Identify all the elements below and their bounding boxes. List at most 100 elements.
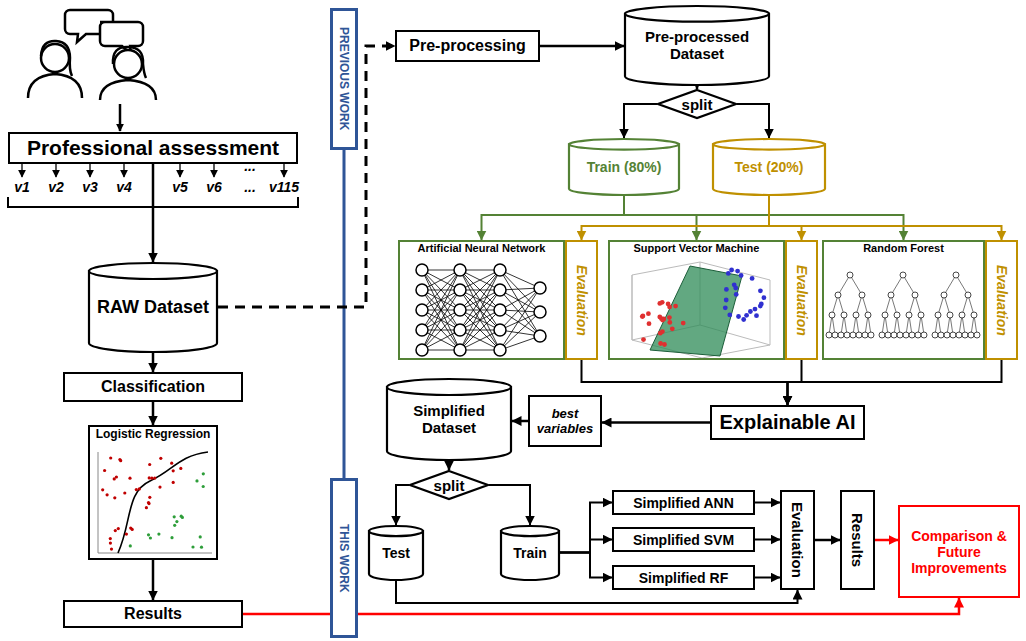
process-box: Classification [63,372,243,402]
node-text: Simplified Dataset [386,402,512,436]
node-text: Support Vector Machine [631,242,763,254]
node-text: Simplified ANN [630,495,737,511]
connector [582,195,770,240]
node-text: Train [510,545,549,561]
node-text: best variables [530,406,600,436]
neural-network-icon [416,264,546,356]
connector [875,539,898,542]
model-box: Logistic Regression [88,425,218,560]
variable-label: v115 [269,179,299,195]
connector [737,104,769,138]
node-text: Comparison & Future Improvements [900,528,1018,576]
node-text: Explainable AI [717,411,859,434]
database-cylinder: Simplified Dataset [386,378,512,460]
node-text: Random Forest [860,242,947,254]
node-text: Evaluation [571,265,593,336]
database-cylinder: Train (80%) [568,138,680,195]
connector [755,539,780,541]
process-box: Simplified RF [612,565,755,590]
connector [560,553,612,578]
connector [788,360,1002,405]
node-text: Simplified SVM [630,532,737,548]
vertical-box: PREVIOUS WORK [330,8,358,150]
database-cylinder: Test [368,525,424,580]
vertical-box: Evaluation [565,240,598,360]
node-text: Evaluation [786,502,809,578]
random-forest-icon [826,272,980,338]
svm-icon [632,262,770,358]
node-text: Simplified RF [636,570,731,586]
process-box: Simplified SVM [612,527,755,552]
model-box: Artificial Neural Network [398,240,565,360]
model-box: Random Forest [822,240,985,360]
variable-label: v2 [48,179,64,195]
node-text: Test (20%) [732,159,807,175]
node-text: RAW Dataset [94,297,212,318]
database-cylinder: Pre-processed Dataset [624,5,770,85]
connector [815,539,840,542]
connector [448,460,451,470]
node-text: Evaluation [791,265,813,336]
decision-diamond: split [409,470,489,500]
connector [755,502,780,504]
node-text: Artificial Neural Network [415,242,549,254]
node-text: Pre-processed Dataset [624,28,770,62]
decision-diamond: split [657,89,737,119]
assessment-arrow [119,104,122,131]
variable-label: v5 [172,179,188,195]
node-text: Results [121,605,185,623]
connector [152,164,155,262]
database-cylinder: Train [500,525,560,580]
connector [769,195,1002,240]
node-text: Pre-processing [406,37,528,55]
variable-label: ... [244,179,256,195]
variable-label: v6 [206,179,222,195]
connector [624,195,904,240]
connector [152,560,155,600]
process-box: best variables [528,395,602,447]
connector [560,503,612,553]
vertical-box: Results [840,490,875,590]
connector [602,421,710,424]
variable-label: ... [244,158,256,174]
connector [152,402,155,425]
connector [769,195,802,240]
process-box: Pre-processing [395,30,540,62]
work-divider [343,150,346,478]
node-text: PREVIOUS WORK [334,27,354,130]
connector [218,46,395,307]
node-text: Professional assessment [24,136,282,160]
connector [624,195,697,240]
variable-label: v4 [116,179,132,195]
process-box: Results [63,600,243,628]
node-text: THIS WORK [334,524,354,593]
model-box: Support Vector Machine [608,240,785,360]
variable-label: v3 [82,179,98,195]
database-cylinder: RAW Dataset [88,262,218,352]
connector [560,540,612,553]
connector [582,360,788,405]
connector [624,104,657,138]
vertical-box: Evaluation [785,240,818,360]
logistic-plot [98,452,212,553]
node-text: Train (80%) [584,159,665,175]
vertical-box: Evaluation [780,490,815,590]
connector [396,485,409,525]
node-text: Evaluation [991,265,1013,336]
connector [755,577,780,579]
process-box: Explainable AI [710,405,865,440]
node-text: Logistic Regression [93,427,214,441]
process-box: Comparison & Future Improvements [898,505,1020,598]
node-text: split [431,477,468,494]
node-text: Test [379,545,413,561]
vertical-box: Evaluation [985,240,1018,360]
database-cylinder: Test (20%) [712,138,826,195]
node-text: Results [846,513,869,567]
vertical-box: THIS WORK [330,478,358,638]
connector [152,352,155,372]
connector [482,195,625,240]
process-box: Simplified ANN [612,490,755,515]
people-icon [28,10,156,100]
